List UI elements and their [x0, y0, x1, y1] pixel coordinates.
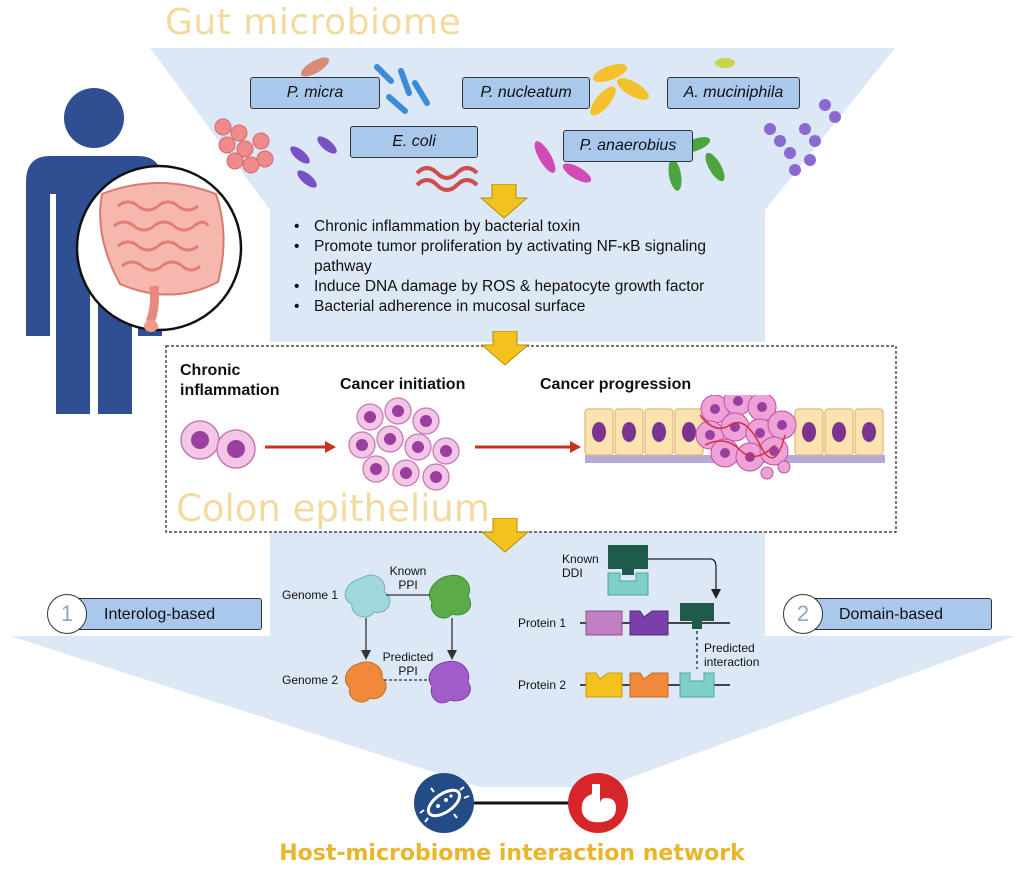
mechanism-item: Induce DNA damage by ROS & hepatocyte gr… — [292, 277, 762, 297]
known-ddi-line2: DDI — [562, 566, 583, 580]
known-ddi-line1: Known — [562, 552, 599, 566]
predicted-ppi-label: Predicted PPI — [376, 650, 440, 678]
known-ddi-label: Known DDI — [562, 552, 602, 580]
domain-panel-graphic — [580, 545, 730, 698]
known-ppi-label: Known PPI — [383, 564, 433, 592]
stomach-icon — [568, 773, 628, 833]
genome2-label: Genome 2 — [282, 673, 339, 687]
predicted-interaction-label: Predicted interaction — [704, 641, 784, 669]
stage-chronic-label: Chronic inflammation — [180, 361, 280, 401]
intestine-icon — [75, 164, 243, 332]
person-icon — [26, 88, 243, 414]
network-title: Host-microbiome interaction network — [279, 841, 745, 866]
down-arrow-icon — [480, 518, 530, 553]
predicted-ppi-line2: PPI — [398, 664, 418, 678]
method-number-2: 2 — [783, 594, 823, 634]
healthy-cells — [180, 420, 256, 469]
microbe-icon — [414, 773, 474, 833]
stage-chronic-line1: Chronic — [180, 362, 241, 379]
mechanism-list: Chronic inflammation by bacterial toxin … — [292, 217, 762, 317]
protein1-label: Protein 1 — [518, 616, 567, 630]
colon-epithelium-title: Colon epithelium — [176, 487, 490, 530]
predicted-interaction-line2: interaction — [704, 655, 760, 669]
predicted-ppi-line1: Predicted — [382, 650, 434, 664]
gut-microbiome-title: Gut microbiome — [165, 2, 462, 43]
interolog-panel-graphic — [344, 574, 472, 704]
domain-method-label: Domain-based — [800, 598, 992, 630]
method-number-1: 1 — [47, 594, 87, 634]
epithelium-layer — [584, 395, 885, 480]
species-p-nucleatum: P. nucleatum — [462, 77, 590, 109]
microbes-illustration — [214, 57, 841, 192]
predicted-interaction-line1: Predicted — [704, 641, 755, 655]
stage-progression-label: Cancer progression — [540, 376, 692, 393]
cell-progression-illustration — [180, 395, 885, 491]
down-arrow-icon — [479, 184, 529, 219]
network-graphic — [414, 773, 628, 833]
known-ppi-line2: PPI — [398, 578, 418, 592]
mechanism-item: Chronic inflammation by bacterial toxin — [292, 217, 762, 237]
species-p-micra: P. micra — [250, 77, 380, 109]
down-arrow-icon — [480, 331, 530, 366]
protein2-label: Protein 2 — [518, 678, 567, 692]
known-ppi-line1: Known — [389, 564, 427, 578]
species-e-coli: E. coli — [350, 126, 478, 158]
mechanism-item: Promote tumor proliferation by activatin… — [292, 237, 762, 277]
species-p-anaerobius: P. anaerobius — [563, 130, 693, 162]
stage-initiation-label: Cancer initiation — [340, 376, 466, 393]
stage-chronic-line2: inflammation — [180, 382, 280, 399]
mechanism-item: Bacterial adherence in mucosal surface — [292, 297, 762, 317]
species-a-muciniphila: A. muciniphila — [667, 77, 800, 109]
interolog-method-label: Interolog-based — [65, 598, 262, 630]
genome1-label: Genome 1 — [282, 588, 339, 602]
